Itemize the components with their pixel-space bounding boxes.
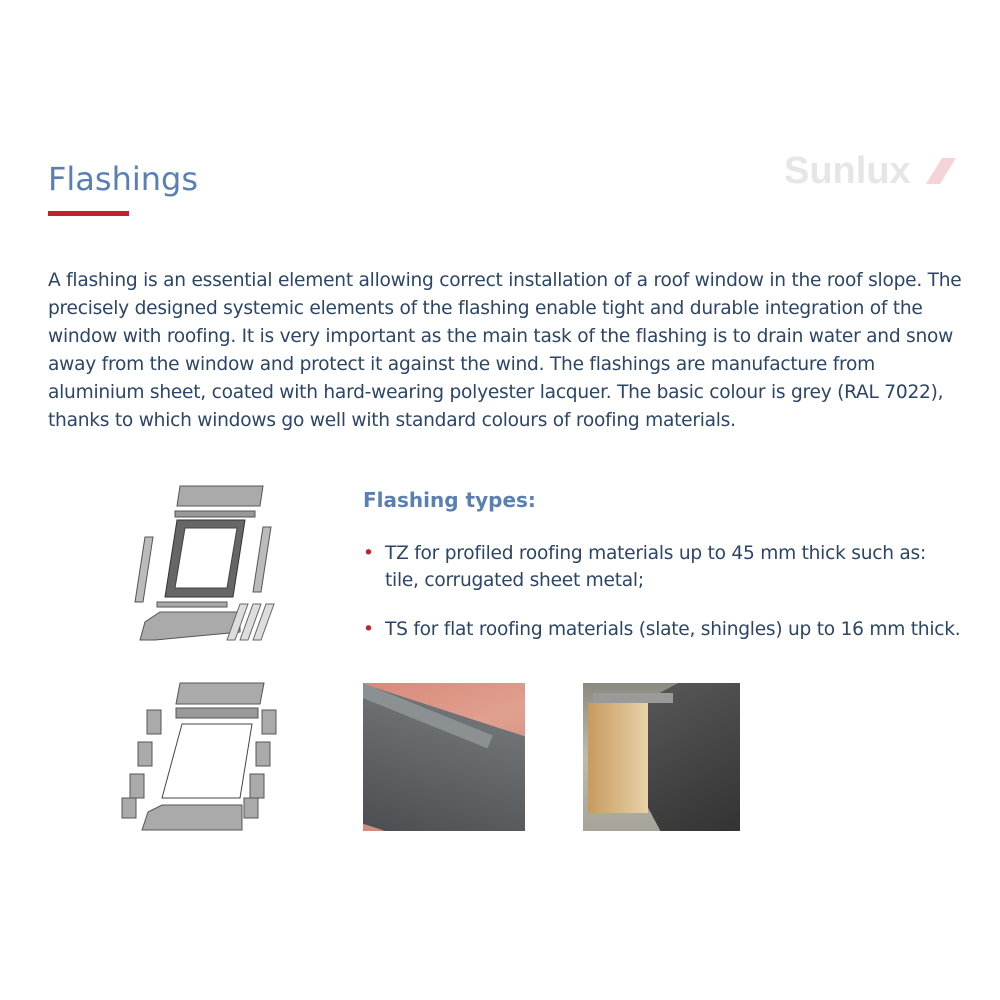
intro-paragraph: A flashing is an essential element allow… <box>48 270 962 431</box>
tz-flashing-diagram <box>134 485 275 641</box>
ts-flashing-photo <box>583 683 740 831</box>
tz-flashing-photo <box>363 683 525 831</box>
list-item-text: TS for flat roofing materials (slate, sh… <box>385 619 961 640</box>
flashing-types-heading: Flashing types: <box>363 488 536 512</box>
sunlux-logo: Sunlux <box>784 150 911 192</box>
bullet: • <box>363 543 374 564</box>
title-underline <box>48 211 129 216</box>
list-item-text: TZ for profiled roofing materials up to … <box>385 543 926 591</box>
list-item: • TZ for profiled roofing materials up to… <box>363 540 963 594</box>
ts-flashing-diagram <box>121 682 277 831</box>
flashing-types-list: • TZ for profiled roofing materials up to… <box>363 540 963 665</box>
list-item: • TS for flat roofing materials (slate, s… <box>363 616 963 643</box>
page-title: Flashings <box>48 160 199 198</box>
bullet: • <box>363 619 374 640</box>
logo-roof-mark-icon <box>926 158 956 184</box>
